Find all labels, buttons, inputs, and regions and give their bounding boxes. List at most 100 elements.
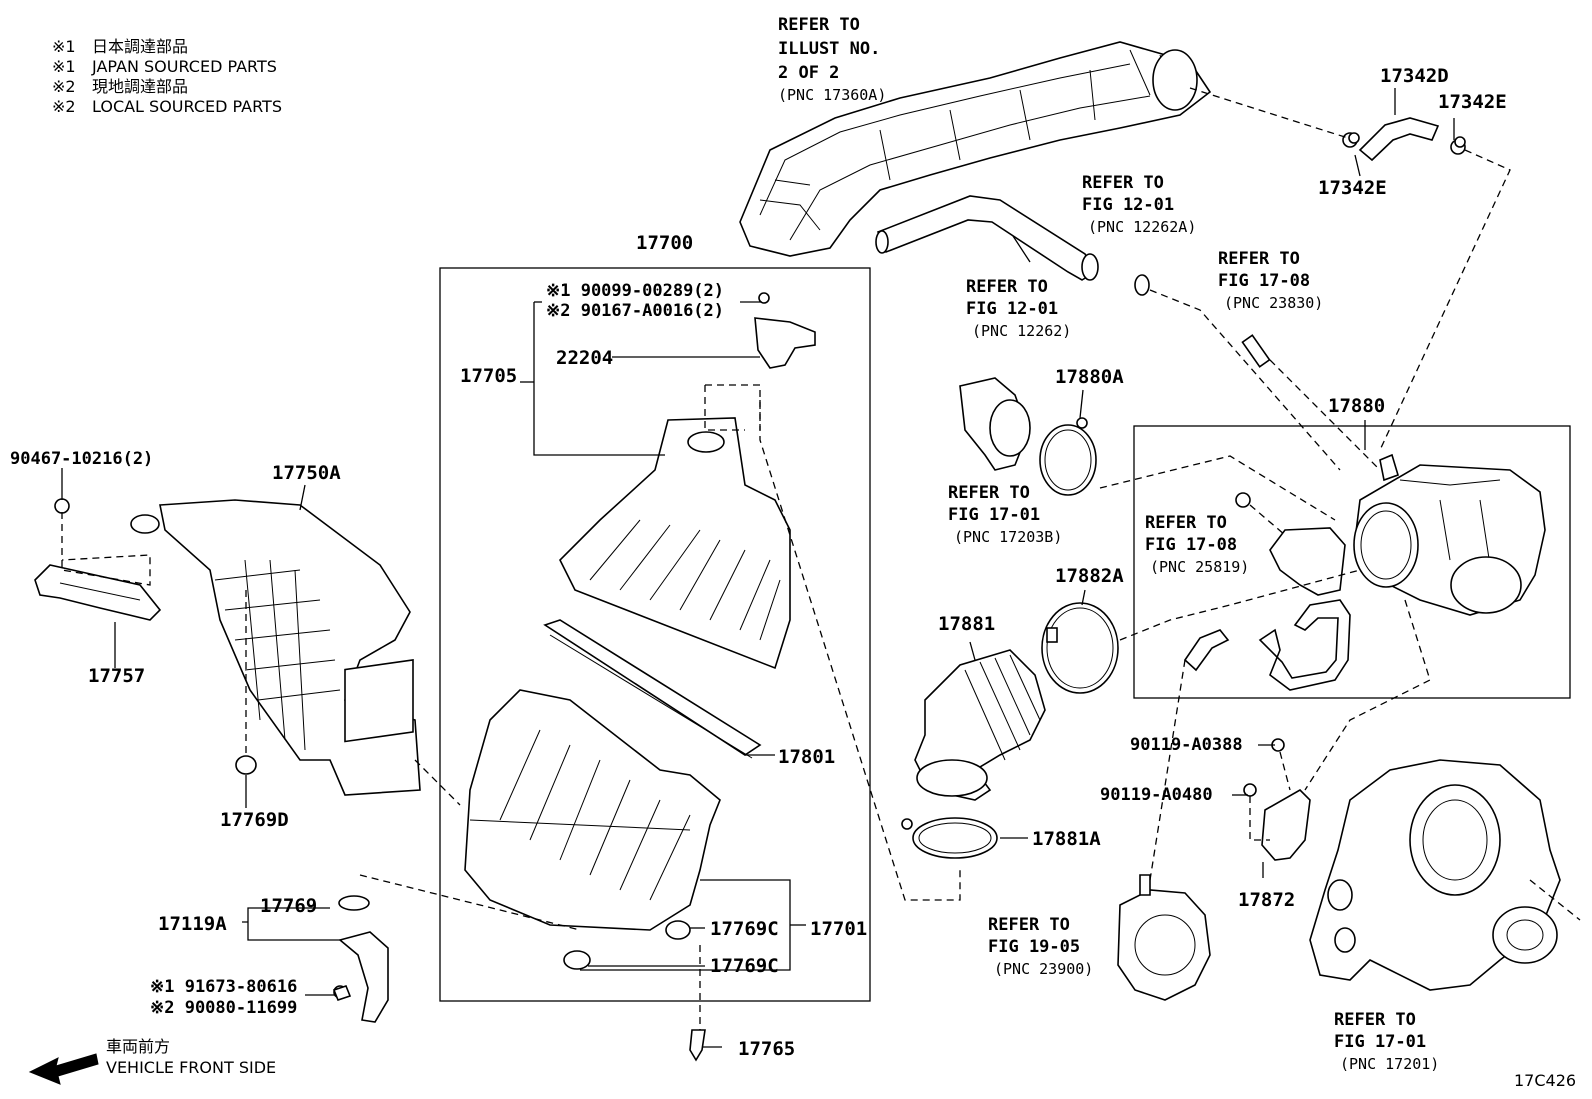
note-4-mark: ※2 <box>52 97 76 116</box>
intake-housing-17880-drawing <box>1353 453 1546 616</box>
clamp-17882a-drawing <box>1041 602 1119 694</box>
label-22204: 22204 <box>556 347 613 369</box>
label-90467: 90467-10216(2) <box>10 449 153 469</box>
sourcing-notes: ※1 日本調達部品 ※1 JAPAN SOURCED PARTS ※2 現地調達… <box>52 37 282 116</box>
label-17342e-right: 17342E <box>1438 91 1507 113</box>
note-3-text: 現地調達部品 <box>92 77 188 96</box>
hose-23830-drawing <box>1241 334 1271 368</box>
label-17881: 17881 <box>938 613 995 635</box>
hose-12262-drawing <box>875 195 1099 281</box>
label-17880: 17880 <box>1328 395 1385 417</box>
ref-23830-line2: FIG 17-08 <box>1218 271 1310 291</box>
ref-17360a-pnc: (PNC 17360A) <box>778 86 886 104</box>
label-17119a: 17119A <box>158 913 227 935</box>
label-17342d: 17342D <box>1380 65 1449 87</box>
hose-17203b-drawing <box>959 377 1031 471</box>
ref-23900-pnc: (PNC 23900) <box>994 960 1093 978</box>
vacuum-hoses-drawing <box>1183 599 1351 691</box>
grommet-17769c-lower-drawing <box>563 950 591 970</box>
label-90167: ※2 90167-A0016(2) <box>546 301 724 321</box>
ref-12262a-pnc: (PNC 12262A) <box>1088 218 1196 236</box>
label-17801: 17801 <box>778 746 835 768</box>
label-17701: 17701 <box>810 918 867 940</box>
ref-25819-line2: FIG 17-08 <box>1145 535 1237 555</box>
hose-17881-drawing <box>914 649 1046 801</box>
label-17765: 17765 <box>738 1038 795 1060</box>
ref-17201-pnc: (PNC 17201) <box>1340 1055 1439 1073</box>
hose-17342d-drawing <box>1342 117 1466 162</box>
clamp-17342e-left-drawing <box>1348 132 1360 144</box>
label-17700: 17700 <box>636 232 693 254</box>
ref-25819-line1: REFER TO <box>1145 513 1227 533</box>
label-17757: 17757 <box>88 665 145 687</box>
ref-23900-line2: FIG 19-05 <box>988 937 1080 957</box>
vehicle-front-indicator: 車両前方 VEHICLE FRONT SIDE <box>28 1037 276 1085</box>
ref-23900-line1: REFER TO <box>988 915 1070 935</box>
ref-17203b-line2: FIG 17-01 <box>948 505 1040 525</box>
label-17872: 17872 <box>1238 889 1295 911</box>
part-labels: 17700 17705 22204 ※1 90099-00289(2) ※2 9… <box>10 65 1507 1060</box>
bracket-17872-drawing <box>1243 738 1311 861</box>
ref-23830-line1: REFER TO <box>1218 249 1300 269</box>
label-90119-a0388: 90119-A0388 <box>1130 735 1243 755</box>
ref-17360a-line2: ILLUST NO. <box>778 39 880 59</box>
bolt-91673-drawing <box>332 985 352 1001</box>
inlet-duct-17750a-drawing <box>130 499 421 796</box>
sensor-22204-drawing <box>754 292 816 369</box>
air-cleaner-case-drawing <box>464 689 721 931</box>
note-2-text: JAPAN SOURCED PARTS <box>91 57 277 76</box>
clip-17769d-drawing <box>235 755 257 775</box>
note-2-mark: ※1 <box>52 57 76 76</box>
label-17705: 17705 <box>460 365 517 387</box>
ref-12262-pnc: (PNC 12262) <box>972 322 1071 340</box>
direction-jp: 車両前方 <box>106 1037 170 1056</box>
label-17769: 17769 <box>260 895 317 917</box>
label-17881a: 17881A <box>1032 828 1101 850</box>
vacuum-pump-drawing <box>1117 874 1211 1001</box>
refer-to-callouts: REFER TO ILLUST NO. 2 OF 2 (PNC 17360A) … <box>778 15 1439 1073</box>
ref-17360a-line1: REFER TO <box>778 15 860 35</box>
intake-pipe-drawing <box>739 41 1212 257</box>
label-17880a: 17880A <box>1055 366 1124 388</box>
label-90099: ※1 90099-00289(2) <box>546 281 724 301</box>
figure-code: 17C426 <box>1514 1071 1576 1090</box>
assembly-17880-frame <box>1133 425 1571 699</box>
ref-25819-pnc: (PNC 25819) <box>1150 558 1249 576</box>
label-90080: ※2 90080-11699 <box>150 998 297 1018</box>
direction-en: VEHICLE FRONT SIDE <box>106 1058 276 1077</box>
clip-17765-drawing <box>689 1029 706 1062</box>
ref-12262a-line1: REFER TO <box>1082 173 1164 193</box>
note-4-text: LOCAL SOURCED PARTS <box>92 97 282 116</box>
ref-12262a-line2: FIG 12-01 <box>1082 195 1174 215</box>
dashed-connection-lines <box>61 87 1581 1030</box>
clamp-17881a-drawing <box>901 817 998 859</box>
label-17882a: 17882A <box>1055 565 1124 587</box>
label-17342e-left: 17342E <box>1318 177 1387 199</box>
air-cleaner-cap-drawing <box>559 417 791 670</box>
grommet-17769c-upper-drawing <box>665 920 691 940</box>
turbocharger-drawing <box>1309 759 1561 991</box>
ref-17203b-pnc: (PNC 17203B) <box>954 528 1062 546</box>
leader-lines <box>61 88 1455 1048</box>
ref-17201-line1: REFER TO <box>1334 1010 1416 1030</box>
label-17769c-upper: 17769C <box>710 918 779 940</box>
label-17769d: 17769D <box>220 809 289 831</box>
label-91673: ※1 91673-80616 <box>150 977 297 997</box>
assembly-17700-frame <box>439 267 871 1002</box>
note-1-mark: ※1 <box>52 37 76 56</box>
ref-17201-line2: FIG 17-01 <box>1334 1032 1426 1052</box>
label-90119-a0480: 90119-A0480 <box>1100 785 1213 805</box>
label-17769c-lower: 17769C <box>710 955 779 977</box>
ref-12262-line2: FIG 12-01 <box>966 299 1058 319</box>
note-1-text: 日本調達部品 <box>92 37 188 56</box>
bracket-17119a-drawing <box>333 895 389 1023</box>
front-arrow-icon <box>28 1053 99 1085</box>
label-17750a: 17750A <box>272 462 341 484</box>
clamp-17880a-drawing <box>1039 417 1097 496</box>
note-3-mark: ※2 <box>52 77 76 96</box>
filter-element-drawing <box>543 619 762 759</box>
sensor-25819-drawing <box>1235 492 1346 596</box>
ref-17360a-line3: 2 OF 2 <box>778 63 839 83</box>
clamp-12262a-drawing <box>1134 274 1150 296</box>
